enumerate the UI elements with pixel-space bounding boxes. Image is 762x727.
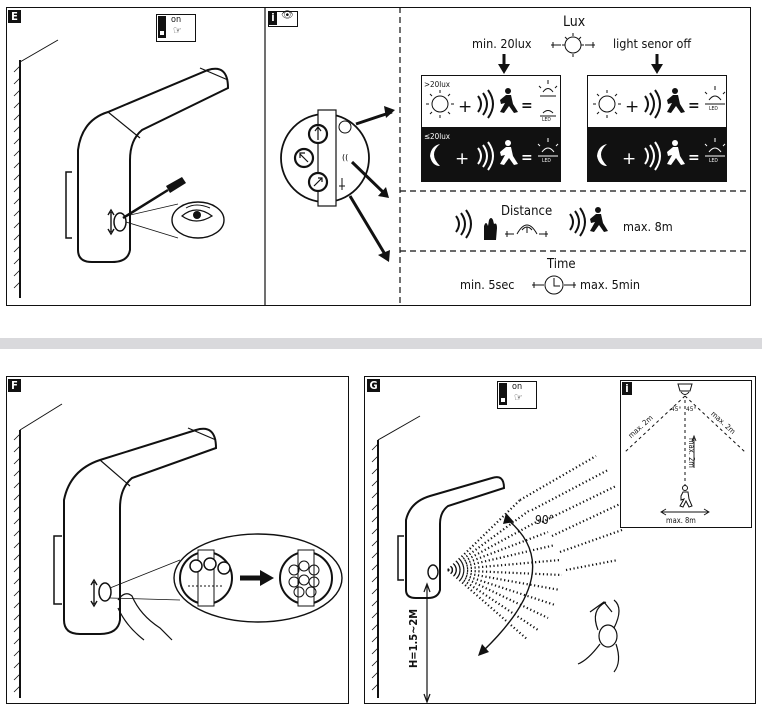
- distance-person-icon: [590, 207, 608, 232]
- info-icon: i: [269, 11, 277, 25]
- panel-f-label: F: [8, 379, 21, 392]
- lux-night-threshold: ≤20lux: [424, 132, 451, 141]
- equals-right-night: =: [688, 150, 700, 166]
- motion-waves-right-day: [644, 89, 661, 119]
- equals-left-night: =: [521, 150, 533, 166]
- lux-off-night-box: [587, 128, 727, 182]
- panel-g-label: G: [367, 379, 380, 392]
- motion-waves-right-night: [644, 141, 661, 171]
- person-icon-left-day: [500, 88, 518, 113]
- inset-angle-right: 45°: [686, 405, 697, 413]
- person-icon-right-night: [667, 140, 685, 165]
- distance-max-label: max. 8m: [623, 219, 673, 234]
- person-icon-right-day: [667, 88, 685, 113]
- panel-g-inset: [620, 380, 752, 528]
- time-max-label: max. 5min: [580, 277, 641, 292]
- plus-right-day: +: [625, 97, 639, 117]
- lux-off-day-box: [587, 75, 727, 128]
- plus-left-day: +: [458, 97, 472, 117]
- lamp-on-icon-left-night: [537, 138, 559, 157]
- info-eye-badge: i 👁: [268, 10, 298, 27]
- lux-off-label: light senor off: [613, 36, 692, 51]
- inset-bottom-label: max. 8m: [666, 516, 696, 525]
- section-separator-band: [0, 338, 762, 349]
- time-min-label: min. 5sec: [460, 277, 515, 292]
- lux-night-box: [421, 128, 561, 182]
- eye-icon: 👁: [281, 10, 294, 21]
- distance-title: Distance: [501, 204, 553, 219]
- lamp-on-icon-right-night: [704, 138, 726, 157]
- inset-info-icon: i: [622, 382, 632, 395]
- lux-day-threshold: >20lux: [424, 80, 451, 89]
- distance-waves-left: [455, 209, 472, 239]
- equals-right-day: =: [688, 98, 700, 114]
- angle-label: 90°: [535, 513, 555, 527]
- on-switch-badge-g: on ☞: [497, 381, 537, 409]
- equals-left-day: =: [521, 98, 533, 114]
- on-badge-text-g: on: [512, 382, 523, 392]
- lux-min-label: min. 20lux: [472, 36, 532, 51]
- motion-waves-left-night: [477, 141, 494, 171]
- hand-switch-icon: ☞: [173, 24, 182, 37]
- svg-text:((: ((: [342, 153, 348, 162]
- led-label-right-day: LED: [709, 106, 718, 112]
- lamp-on-icon-right-day: [704, 86, 726, 105]
- walking-person-top-view: [577, 599, 620, 673]
- sun-icon-left-day: [426, 90, 454, 118]
- moon-icon-right: [597, 144, 607, 166]
- led-label-left-day: LED: [542, 117, 551, 123]
- on-badge-text-e: on: [171, 15, 182, 25]
- person-icon-left-night: [500, 140, 518, 165]
- detection-rays: [447, 455, 623, 641]
- wall-hatch-f: [13, 403, 63, 698]
- led-label-left-night: LED: [542, 158, 551, 164]
- led-label-right-night: LED: [709, 158, 718, 164]
- moon-icon-left: [430, 144, 440, 166]
- hand-switch-icon-g: ☞: [514, 391, 523, 404]
- sun-icon-right-day: [593, 90, 621, 118]
- distance-dial-icon: [505, 224, 548, 237]
- hand-stop-icon: [484, 218, 497, 240]
- motion-waves-left-day: [477, 89, 494, 119]
- inset-vertical-label: max. 2m: [687, 438, 696, 468]
- lamp-on-icon-left-day: [538, 80, 558, 117]
- wall-hatch-g: [371, 415, 421, 698]
- panel-e-label: E: [8, 10, 21, 23]
- lux-title: Lux: [563, 14, 586, 30]
- plus-right-night: +: [622, 149, 636, 169]
- on-switch-badge-e: on ☞: [156, 14, 196, 42]
- lux-day-box: [421, 75, 561, 128]
- inset-angle-left: 45°: [671, 405, 682, 413]
- plus-left-night: +: [455, 149, 469, 169]
- time-title: Time: [547, 257, 576, 272]
- wall-hatch-e: [13, 39, 59, 298]
- distance-waves-right: [569, 207, 586, 237]
